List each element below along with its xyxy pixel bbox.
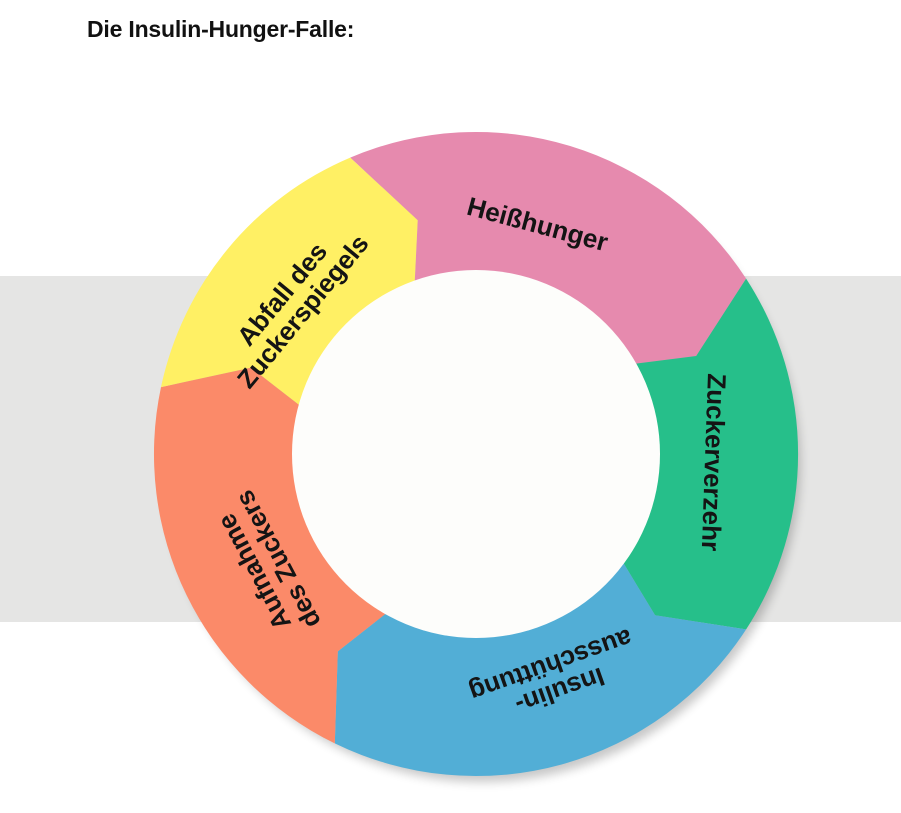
label-zuckerverzehr: Zuckerverzehr — [696, 373, 732, 552]
segment-insulinausschuettung — [334, 541, 747, 777]
segment-zuckerverzehr — [610, 278, 799, 630]
segment-heisshunger — [350, 131, 747, 367]
center-circle — [292, 270, 660, 638]
label-line: Zuckerverzehr — [696, 373, 732, 552]
segment-aufnahme — [153, 367, 406, 744]
segment-abfall — [161, 157, 418, 421]
diagram-title: Die Insulin-Hunger-Falle: — [87, 16, 355, 42]
